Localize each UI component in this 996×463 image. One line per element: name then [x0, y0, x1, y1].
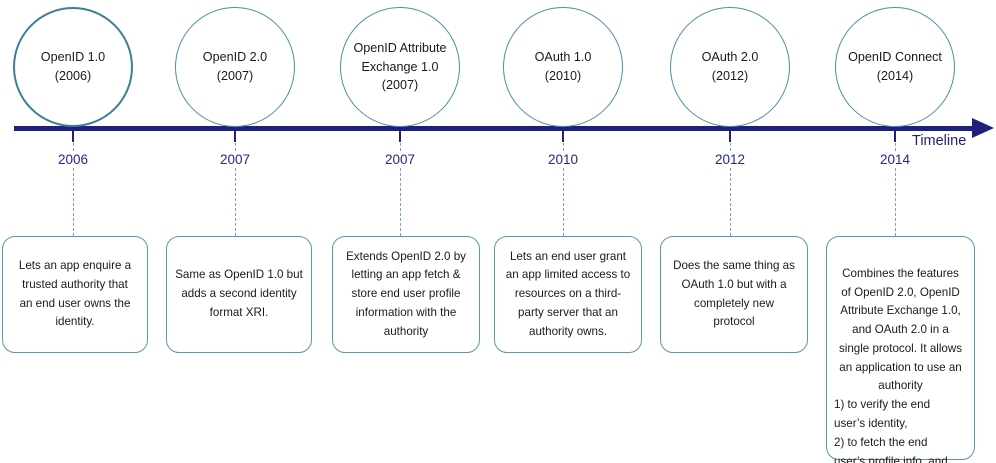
axis-tick-2007-attribute-exchange: [399, 131, 401, 142]
axis-tick-2014: [894, 131, 896, 142]
description-text: Lets an end user grant an app limited ac…: [505, 249, 631, 338]
milestone-circle-label: OpenID 1.0 (2006): [40, 50, 106, 83]
description-box-openid-attribute-exchange-1-0[interactable]: Extends OpenID 2.0 by letting an app fet…: [332, 236, 480, 353]
description-text: Same as OpenID 1.0 but adds a second ide…: [175, 268, 303, 319]
connector-line-oauth-2-0: [730, 133, 731, 236]
milestone-circle-openid-connect[interactable]: OpenID Connect (2014): [835, 7, 955, 127]
description-box-openid-2-0[interactable]: Same as OpenID 1.0 but adds a second ide…: [166, 236, 312, 353]
year-label-2007-attribute-exchange: 2007: [365, 152, 435, 167]
description-box-openid-1-0[interactable]: Lets an app enquire a trusted authority …: [2, 236, 148, 353]
milestone-circle-label: OpenID Attribute Exchange 1.0 (2007): [353, 41, 447, 93]
milestone-circle-label: OpenID Connect (2014): [848, 50, 942, 83]
description-text: Combines the features of OpenID 2.0, Ope…: [838, 266, 963, 393]
milestone-circle-openid-2-0[interactable]: OpenID 2.0 (2007): [175, 7, 295, 127]
timeline-axis-label: Timeline: [912, 133, 967, 149]
milestone-circle-openid-attribute-exchange-1-0[interactable]: OpenID Attribute Exchange 1.0 (2007): [340, 7, 460, 127]
description-box-oauth-1-0[interactable]: Lets an end user grant an app limited ac…: [494, 236, 642, 353]
year-label-2006: 2006: [38, 152, 108, 167]
year-label-2012: 2012: [695, 152, 765, 167]
milestone-circle-label: OpenID 2.0 (2007): [202, 50, 268, 83]
milestone-circle-oauth-1-0[interactable]: OAuth 1.0 (2010): [503, 7, 623, 127]
axis-tick-2006: [72, 131, 74, 142]
connector-line-openid-connect: [895, 133, 896, 236]
connector-line-openid-attribute-exchange-1-0: [400, 133, 401, 236]
description-box-oauth-2-0[interactable]: Does the same thing as OAuth 1.0 but wit…: [660, 236, 808, 353]
connector-line-openid-2-0: [235, 133, 236, 236]
description-list-text: 1) to verify the end user’s identity, 2)…: [834, 398, 948, 463]
year-label-2014: 2014: [860, 152, 930, 167]
timeline-arrow-icon: [972, 118, 994, 138]
milestone-circle-label: OAuth 1.0 (2010): [534, 50, 592, 83]
timeline-axis-line: [14, 126, 980, 131]
axis-tick-2012: [729, 131, 731, 142]
connector-line-openid-1-0: [73, 133, 74, 236]
connector-line-oauth-1-0: [563, 133, 564, 236]
milestone-circle-oauth-2-0[interactable]: OAuth 2.0 (2012): [670, 7, 790, 127]
year-label-2007-openid2: 2007: [200, 152, 270, 167]
milestone-circle-openid-1-0[interactable]: OpenID 1.0 (2006): [13, 7, 133, 127]
axis-tick-2007-openid2: [234, 131, 236, 142]
description-text: Lets an app enquire a trusted authority …: [18, 258, 132, 329]
description-text: Extends OpenID 2.0 by letting an app fet…: [346, 249, 466, 338]
year-label-2010: 2010: [528, 152, 598, 167]
description-box-openid-connect[interactable]: Combines the features of OpenID 2.0, Ope…: [826, 236, 975, 463]
axis-tick-2010: [562, 131, 564, 142]
description-text: Does the same thing as OAuth 1.0 but wit…: [673, 258, 795, 329]
milestone-circle-label: OAuth 2.0 (2012): [701, 50, 759, 83]
